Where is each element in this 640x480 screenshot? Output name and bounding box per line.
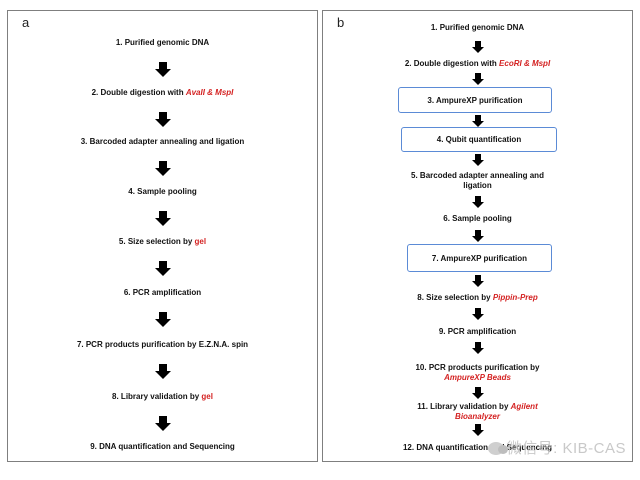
- down-arrow-icon: [472, 115, 484, 127]
- step-b-9: 9. PCR amplification: [438, 327, 517, 336]
- step-b-4-box: 4. Qubit quantification: [401, 127, 557, 152]
- down-arrow-icon: [155, 364, 171, 379]
- down-arrow-icon: [155, 211, 171, 226]
- step-b-8: 8. Size selection by Pippin-Prep: [417, 293, 538, 302]
- down-arrow-icon: [472, 342, 484, 354]
- down-arrow-icon: [472, 230, 484, 242]
- down-arrow-icon: [155, 112, 171, 127]
- step-b-12: 12. DNA quantification and Sequencing: [402, 443, 553, 452]
- down-arrow-icon: [155, 261, 171, 276]
- down-arrow-icon: [472, 41, 484, 53]
- step-b-3-box: 3. AmpureXP purification: [398, 87, 552, 113]
- down-arrow-icon: [155, 161, 171, 176]
- down-arrow-icon: [472, 308, 484, 320]
- step-b-2: 2. Double digestion with EcoRI & MspI: [404, 59, 551, 68]
- down-arrow-icon: [472, 424, 484, 436]
- panel-b: b 1. Purified genomic DNA 2. Double dige…: [322, 10, 633, 462]
- step-a-2: 2. Double digestion with AvaII & MspI: [91, 88, 234, 97]
- down-arrow-icon: [472, 275, 484, 287]
- step-a-7: 7. PCR products purification by E.Z.N.A.…: [76, 340, 249, 349]
- step-a-5: 5. Size selection by gel: [118, 237, 207, 246]
- step-a-3: 3. Barcoded adapter annealing and ligati…: [80, 137, 245, 146]
- step-b-1: 1. Purified genomic DNA: [430, 23, 525, 32]
- step-a-4: 4. Sample pooling: [128, 187, 197, 196]
- down-arrow-icon: [472, 154, 484, 166]
- watermark-text: 微信号: KIB-CAS: [506, 440, 626, 457]
- step-b-6: 6. Sample pooling: [443, 214, 512, 223]
- step-a-1: 1. Purified genomic DNA: [115, 38, 210, 47]
- wechat-icon: [487, 442, 508, 455]
- down-arrow-icon: [155, 416, 171, 431]
- down-arrow-icon: [472, 387, 484, 399]
- step-a-6: 6. PCR amplification: [123, 288, 202, 297]
- panel-a: a 1. Purified genomic DNA 2. Double dige…: [7, 10, 318, 462]
- panel-b-letter: b: [337, 15, 345, 30]
- step-b-7-box: 7. AmpureXP purification: [407, 244, 552, 272]
- step-a-8: 8. Library validation by gel: [112, 392, 213, 401]
- step-a-9: 9. DNA quantification and Sequencing: [90, 442, 235, 451]
- watermark: 微信号: KIB-CAS: [487, 437, 626, 458]
- down-arrow-icon: [155, 312, 171, 327]
- down-arrow-icon: [472, 196, 484, 208]
- down-arrow-icon: [155, 62, 171, 77]
- down-arrow-icon: [472, 73, 484, 85]
- panel-a-letter: a: [22, 15, 30, 30]
